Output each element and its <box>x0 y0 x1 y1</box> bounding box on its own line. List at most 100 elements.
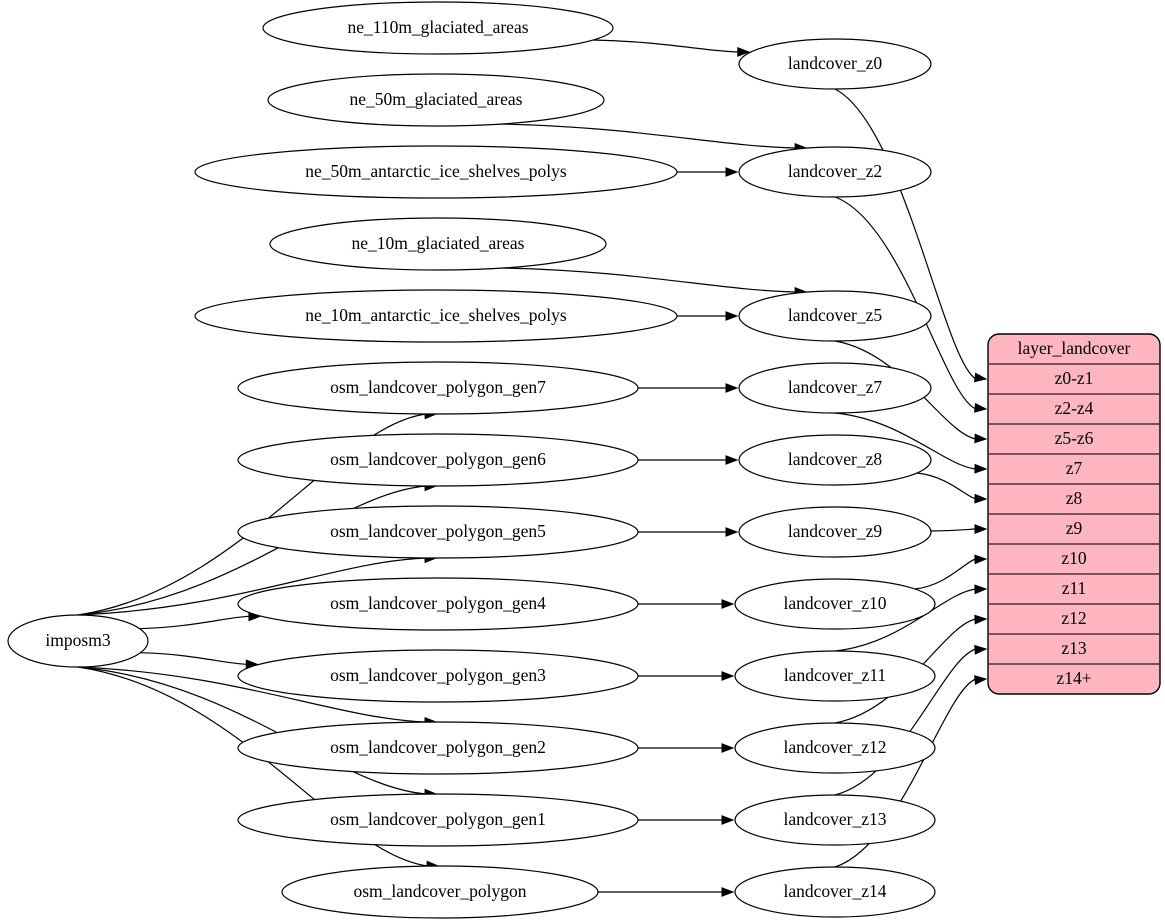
table-row[interactable]: z9 <box>988 514 1160 544</box>
edge-arrowhead <box>725 167 739 177</box>
graph-node-landcover_z2[interactable]: landcover_z2 <box>738 146 932 198</box>
table-row-label: z13 <box>1061 638 1087 658</box>
graph-node-landcover_z10[interactable]: landcover_z10 <box>734 578 936 630</box>
graph-node-osm_landcover_polygon_gen4[interactable]: osm_landcover_polygon_gen4 <box>237 577 639 631</box>
node-label: landcover_z13 <box>783 809 886 829</box>
node-ellipse[interactable] <box>734 794 936 846</box>
table-row-label: z5-z6 <box>1055 428 1094 448</box>
graph-edge <box>834 588 977 652</box>
table-row[interactable]: z2-z4 <box>988 394 1160 424</box>
table-row-label: z8 <box>1066 488 1083 508</box>
graph-edge <box>916 472 977 500</box>
graph-node-landcover_z12[interactable]: landcover_z12 <box>734 722 936 774</box>
graph-node-ne_110m_glaciated_areas[interactable]: ne_110m_glaciated_areas <box>262 1 614 55</box>
graph-node-osm_landcover_polygon_gen7[interactable]: osm_landcover_polygon_gen7 <box>237 361 639 415</box>
node-label: osm_landcover_polygon_gen1 <box>330 809 546 829</box>
table-row[interactable]: z12 <box>988 604 1160 634</box>
graph-edge <box>834 88 977 380</box>
node-ellipse[interactable] <box>237 721 639 775</box>
edge-arrowhead <box>737 47 751 57</box>
table-row-label: z10 <box>1061 548 1087 568</box>
edge-arrowhead <box>973 372 988 383</box>
table-row[interactable]: z7 <box>988 454 1160 484</box>
node-ellipse[interactable] <box>237 361 639 415</box>
node-label: landcover_z8 <box>788 449 883 469</box>
graph-node-ne_50m_antarctic_ice_shelves_polys[interactable]: ne_50m_antarctic_ice_shelves_polys <box>194 145 678 199</box>
node-ellipse[interactable] <box>738 362 932 414</box>
graph-node-landcover_z9[interactable]: landcover_z9 <box>738 506 932 558</box>
node-ellipse[interactable] <box>262 1 614 55</box>
graph-node-landcover_z11[interactable]: landcover_z11 <box>734 650 936 702</box>
node-ellipse[interactable] <box>734 722 936 774</box>
node-label: landcover_z5 <box>788 305 883 325</box>
node-ellipse[interactable] <box>738 146 932 198</box>
graph-node-ne_10m_antarctic_ice_shelves_polys[interactable]: ne_10m_antarctic_ice_shelves_polys <box>194 289 678 343</box>
graph-node-ne_10m_glaciated_areas[interactable]: ne_10m_glaciated_areas <box>269 217 607 271</box>
node-ellipse[interactable] <box>734 866 936 918</box>
node-ellipse[interactable] <box>237 433 639 487</box>
edge-arrowhead <box>725 383 739 393</box>
edge-arrowhead <box>974 675 988 685</box>
node-label: landcover_z2 <box>788 161 882 181</box>
graph-node-osm_landcover_polygon_gen5[interactable]: osm_landcover_polygon_gen5 <box>237 505 639 559</box>
node-ellipse[interactable] <box>269 217 607 271</box>
node-ellipse[interactable] <box>194 289 678 343</box>
graph-node-landcover_z7[interactable]: landcover_z7 <box>738 362 932 414</box>
node-label: osm_landcover_polygon_gen6 <box>330 449 546 469</box>
edge-arrowhead <box>721 671 735 681</box>
table-row[interactable]: z5-z6 <box>988 424 1160 454</box>
layer-landcover-table: layer_landcoverz0-z1z2-z4z5-z6z7z8z9z10z… <box>987 333 1161 695</box>
node-ellipse[interactable] <box>738 434 932 486</box>
graph-node-landcover_z13[interactable]: landcover_z13 <box>734 794 936 846</box>
table-row-label: z11 <box>1062 578 1087 598</box>
node-label: osm_landcover_polygon_gen7 <box>330 377 546 397</box>
graph-edge <box>77 666 429 867</box>
node-ellipse[interactable] <box>738 38 932 90</box>
table-row[interactable]: z13 <box>988 634 1160 664</box>
graph-node-osm_landcover_polygon_gen3[interactable]: osm_landcover_polygon_gen3 <box>237 649 639 703</box>
node-label: osm_landcover_polygon_gen5 <box>330 521 546 541</box>
node-ellipse[interactable] <box>281 865 599 919</box>
node-ellipse[interactable] <box>7 614 149 668</box>
edge-arrowhead <box>725 311 739 321</box>
table-row[interactable]: z14+ <box>988 664 1160 694</box>
node-ellipse[interactable] <box>734 650 936 702</box>
edges-layer <box>77 39 988 897</box>
graph-node-ne_50m_glaciated_areas[interactable]: ne_50m_glaciated_areas <box>267 73 605 127</box>
node-label: ne_110m_glaciated_areas <box>347 17 528 37</box>
graph-edge <box>500 123 797 149</box>
table-row[interactable]: z10 <box>988 544 1160 574</box>
graph-edge <box>140 652 248 665</box>
graph-node-landcover_z5[interactable]: landcover_z5 <box>738 290 932 342</box>
table-row-label: z7 <box>1066 458 1083 478</box>
graph-node-osm_landcover_polygon_gen2[interactable]: osm_landcover_polygon_gen2 <box>237 721 639 775</box>
graph-node-landcover_z0[interactable]: landcover_z0 <box>738 38 932 90</box>
edge-arrowhead <box>721 743 735 753</box>
graph-edge <box>930 528 977 532</box>
graph-node-landcover_z14[interactable]: landcover_z14 <box>734 866 936 918</box>
table-row[interactable]: z8 <box>988 484 1160 514</box>
edge-arrowhead <box>725 455 739 465</box>
graph-node-osm_landcover_polygon_gen6[interactable]: osm_landcover_polygon_gen6 <box>237 433 639 487</box>
graph-edge <box>593 39 739 53</box>
graph-edge <box>834 678 977 868</box>
node-ellipse[interactable] <box>267 73 605 127</box>
node-ellipse[interactable] <box>738 290 932 342</box>
graph-node-osm_landcover_polygon_gen1[interactable]: osm_landcover_polygon_gen1 <box>237 793 639 847</box>
node-ellipse[interactable] <box>237 577 639 631</box>
node-ellipse[interactable] <box>237 505 639 559</box>
graph-node-imposm3[interactable]: imposm3 <box>7 614 149 668</box>
graph-node-osm_landcover_polygon[interactable]: osm_landcover_polygon <box>281 865 599 919</box>
graph-node-landcover_z8[interactable]: landcover_z8 <box>738 434 932 486</box>
node-ellipse[interactable] <box>734 578 936 630</box>
edge-arrowhead <box>974 433 988 444</box>
edge-arrowhead <box>974 644 988 655</box>
edge-arrowhead <box>974 614 988 625</box>
table-row[interactable]: z0-z1 <box>988 364 1160 394</box>
table-row[interactable]: z11 <box>988 574 1160 604</box>
node-label: landcover_z10 <box>783 593 886 613</box>
node-ellipse[interactable] <box>194 145 678 199</box>
node-ellipse[interactable] <box>237 793 639 847</box>
node-ellipse[interactable] <box>237 649 639 703</box>
node-ellipse[interactable] <box>738 506 932 558</box>
